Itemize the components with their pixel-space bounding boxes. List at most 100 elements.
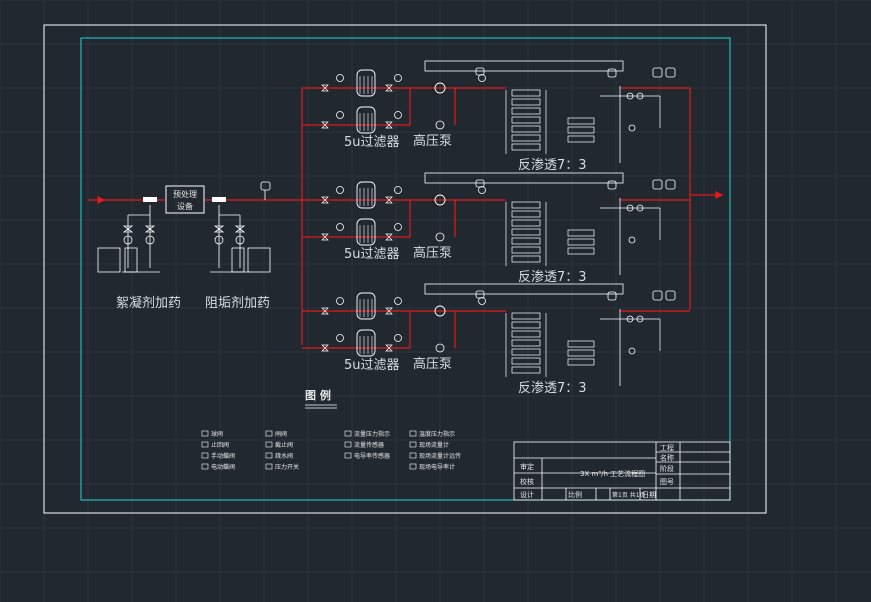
- tb-scale: 比例: [568, 490, 582, 499]
- flow-meter: [665, 179, 676, 190]
- tb-name: 名称: [660, 453, 674, 462]
- tb-drawing-no: 图号: [660, 478, 674, 486]
- flow-meter: [652, 179, 663, 190]
- tb-design: 设计: [520, 490, 534, 499]
- legend-item-label: 止回阀: [211, 441, 229, 449]
- ro-membrane-stage2: [567, 358, 595, 366]
- filter-housing: [356, 218, 376, 246]
- filter-label: 5u过滤器: [344, 247, 400, 262]
- tb-date: 日期: [642, 491, 656, 499]
- ro-membrane-stage1: [511, 210, 541, 218]
- ro-membrane-stage2: [567, 135, 595, 143]
- main-pipeline: [88, 88, 724, 345]
- ro-label: 反渗透7：3: [518, 381, 587, 396]
- ro-membrane-stage1: [511, 134, 541, 142]
- pump-gauge: [435, 232, 445, 242]
- ro-membrane-stage1: [511, 366, 541, 374]
- pressure-gauge: [628, 347, 636, 355]
- ro-membrane-stage1: [511, 348, 541, 356]
- legend-symbol: [344, 430, 352, 437]
- valve: [385, 196, 393, 204]
- pressure-gauge: [336, 223, 344, 231]
- pressure-gauge: [336, 111, 344, 119]
- valve: [385, 307, 393, 315]
- ro-trains: 5u过滤器高压泵反渗透7：35u过滤器高压泵反渗透7：35u过滤器高压泵反渗透7…: [302, 60, 690, 396]
- pressure-gauge: [628, 124, 636, 132]
- ro-membrane-stage1: [511, 312, 541, 320]
- ro-membrane-stage2: [567, 349, 595, 357]
- flow-meter: [475, 67, 485, 76]
- pump-gauge: [435, 120, 445, 130]
- legend-symbol: [409, 452, 417, 459]
- valve: [385, 344, 393, 352]
- ro-membrane-stage1: [511, 228, 541, 236]
- flow-meter: [475, 179, 485, 188]
- ro-membrane-stage1: [511, 98, 541, 106]
- pressure-gauge: [478, 74, 486, 82]
- ro-membrane-stage2: [567, 238, 595, 246]
- legend-symbol: [265, 430, 273, 437]
- hp-pump-label: 高压泵: [413, 133, 452, 149]
- flow-meter: [665, 290, 676, 301]
- ro-label: 反渗透7：3: [518, 270, 587, 285]
- ro-membrane-stage2: [567, 126, 595, 134]
- pressure-gauge: [394, 223, 402, 231]
- valve: [321, 121, 329, 129]
- ro-membrane-stage1: [511, 116, 541, 124]
- hp-pump-label: 高压泵: [413, 245, 452, 261]
- legend-item-label: 截止阀: [275, 441, 293, 449]
- pressure-gauge: [478, 297, 486, 305]
- legend-item-label: 手动蝶阀: [211, 452, 235, 460]
- pressure-gauge: [394, 334, 402, 342]
- tb-project: 工程: [660, 443, 674, 452]
- legend-item-label: 球阀: [211, 430, 223, 438]
- legend-symbol: [265, 452, 273, 459]
- pressure-gauge: [336, 297, 344, 305]
- pretreatment-box: [165, 185, 205, 214]
- ro-membrane-stage1: [511, 89, 541, 97]
- ro-train-3: 5u过滤器高压泵反渗透7：3: [302, 283, 690, 396]
- inlet-gauge: [260, 181, 271, 200]
- filter-housing: [356, 106, 376, 134]
- flow-meter: [475, 290, 485, 299]
- title-block: [513, 441, 731, 501]
- pressure-gauge: [628, 236, 636, 244]
- valve: [385, 84, 393, 92]
- legend-item-label: 电动蝶阀: [211, 463, 235, 471]
- ro-membrane-stage1: [511, 321, 541, 329]
- valve: [385, 233, 393, 241]
- coagulant-dosing-label: 絮凝剂加药: [116, 295, 181, 311]
- flow-meter: [652, 67, 663, 78]
- pressure-gauge: [336, 334, 344, 342]
- tb-stage: 阶段: [660, 464, 674, 473]
- ro-membrane-stage2: [567, 229, 595, 237]
- ro-membrane-stage1: [511, 255, 541, 263]
- valve: [321, 344, 329, 352]
- legend-symbol: [409, 430, 417, 437]
- high-pressure-pump: [434, 194, 446, 206]
- pretreatment-label: 预处理: [173, 189, 197, 199]
- ro-membrane-stage1: [511, 237, 541, 245]
- ro-train-2: 5u过滤器高压泵反渗透7：3: [302, 172, 690, 285]
- flow-meter: [652, 290, 663, 301]
- ro-membrane-stage1: [511, 125, 541, 133]
- conductivity-meter: [607, 68, 617, 78]
- pressure-gauge: [394, 297, 402, 305]
- antiscalant-dosing-unit: [210, 197, 271, 273]
- legend-item-label: 压力开关: [275, 463, 299, 471]
- high-pressure-pump: [434, 82, 446, 94]
- control-line: [424, 60, 624, 72]
- filter-label: 5u过滤器: [344, 135, 400, 150]
- ro-membrane-stage1: [511, 246, 541, 254]
- filter-housing: [356, 292, 376, 320]
- tb-page: 第1页 共1页: [612, 491, 646, 499]
- tb-approve: 审定: [520, 462, 534, 471]
- legend-symbol: [201, 430, 209, 437]
- pump-gauge: [435, 343, 445, 353]
- legend-symbol: [201, 463, 209, 470]
- pressure-gauge: [478, 186, 486, 194]
- ro-membrane-stage1: [511, 219, 541, 227]
- ro-membrane-stage2: [567, 247, 595, 255]
- legend-symbol: [409, 463, 417, 470]
